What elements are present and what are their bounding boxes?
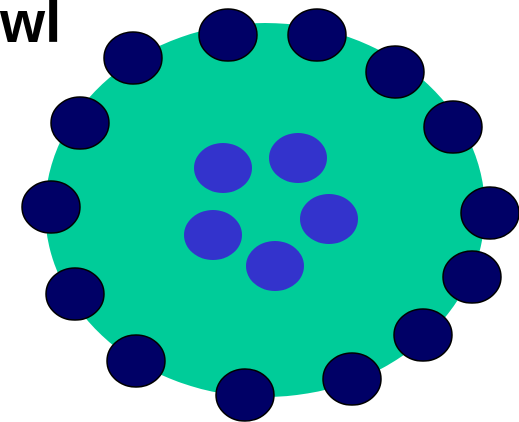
outer-circle	[51, 97, 109, 149]
inner-circle	[300, 194, 358, 244]
inner-circle	[246, 241, 304, 291]
outer-circle	[104, 32, 162, 84]
outer-circle	[366, 46, 424, 98]
inner-circle	[269, 133, 327, 183]
outer-circle	[394, 309, 452, 361]
outer-circle	[424, 101, 482, 153]
outer-circle	[443, 251, 501, 303]
inner-circle	[184, 210, 242, 260]
outer-circle	[216, 369, 274, 421]
outer-circle	[199, 9, 257, 61]
outer-circle	[46, 268, 104, 320]
outer-circle	[461, 187, 519, 239]
title-fragment: wl	[0, 0, 61, 52]
outer-circle	[107, 335, 165, 387]
inner-circle	[194, 143, 252, 193]
outer-circle	[323, 353, 381, 405]
outer-circle	[22, 181, 80, 233]
outer-circle	[288, 9, 346, 61]
